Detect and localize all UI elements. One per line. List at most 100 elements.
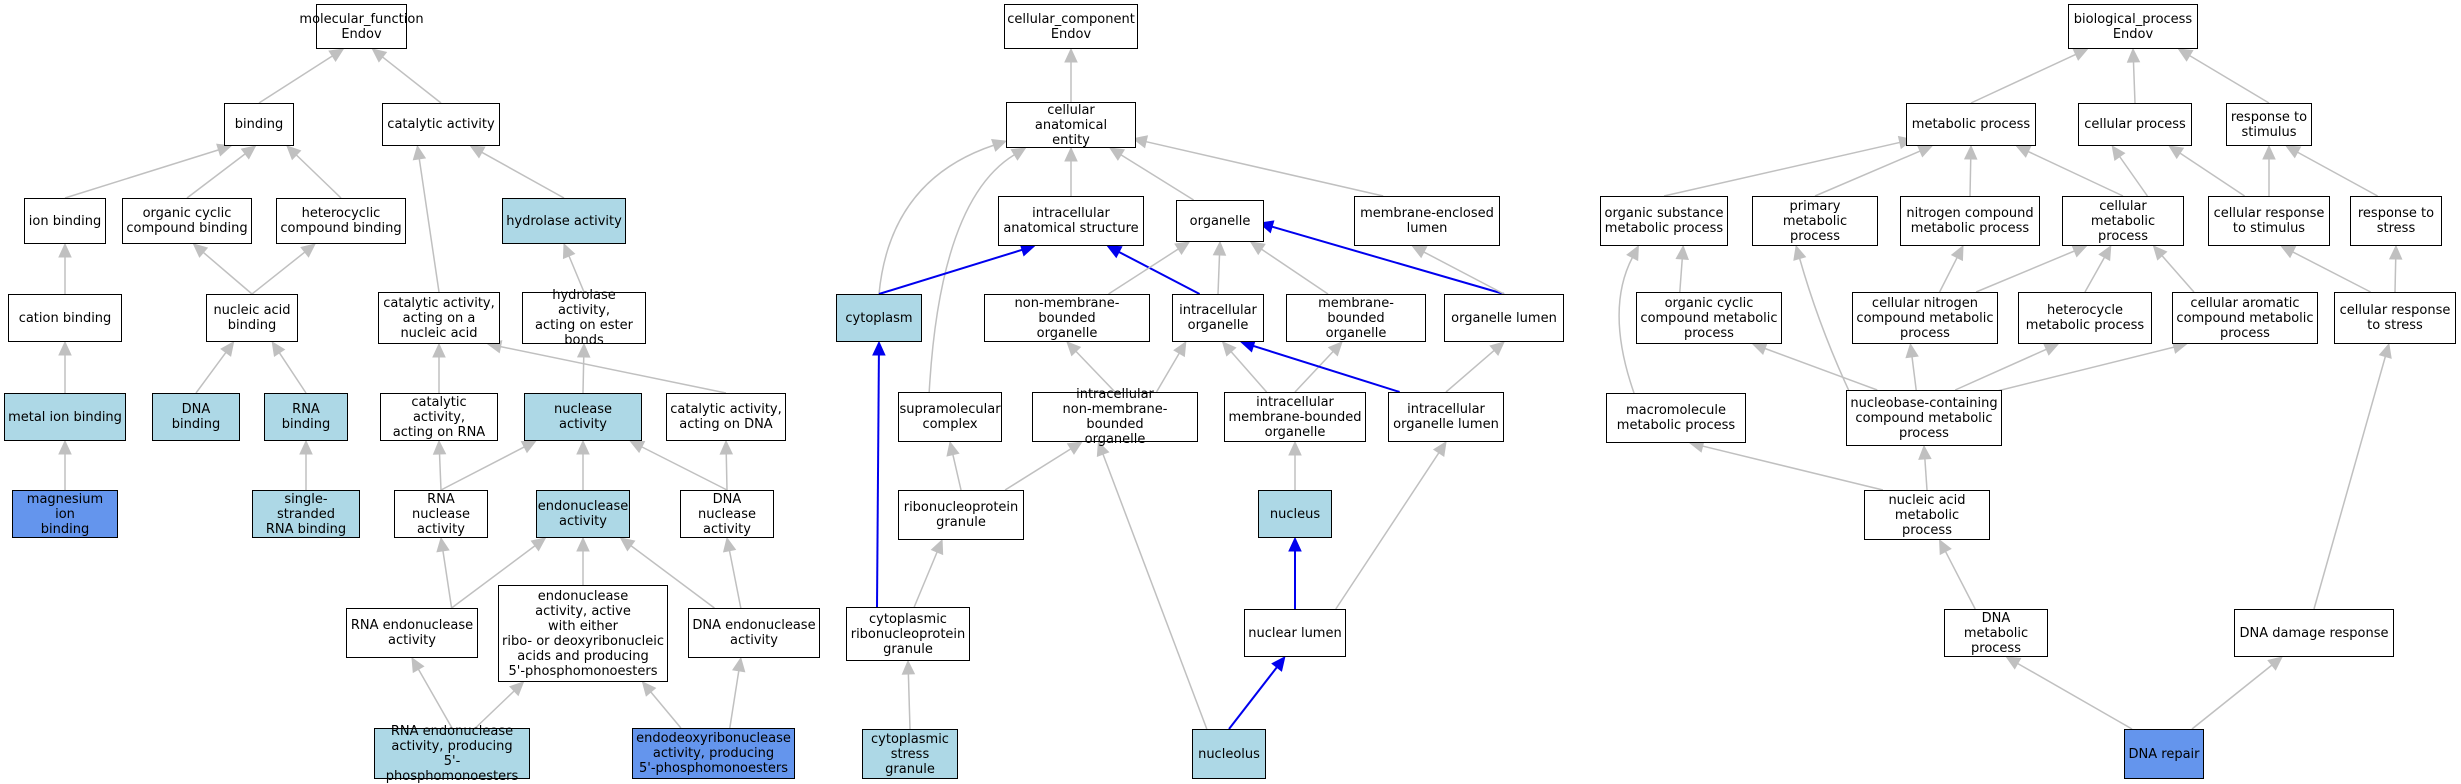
node-ss-rna-binding[interactable]: single-stranded RNA binding <box>252 490 360 538</box>
node-rna-nuclease[interactable]: RNA nuclease activity <box>394 490 488 538</box>
edge <box>64 143 233 199</box>
node-cell-nitrogen-mp[interactable]: cellular nitrogen compound metabolic pro… <box>1852 292 1998 344</box>
node-nucleic-acid-binding[interactable]: nucleic acid binding <box>206 294 298 342</box>
edge <box>1814 145 1934 197</box>
node-cation-binding[interactable]: cation binding <box>8 294 122 342</box>
edge <box>1663 135 1914 197</box>
edge <box>1905 342 1919 391</box>
edge <box>1288 536 1302 609</box>
node-cyto-rnp-granule[interactable]: cytoplasmic ribonucleoprotein granule <box>846 607 970 661</box>
node-rna-endonuclease[interactable]: RNA endonuclease activity <box>346 608 478 658</box>
node-dna-mp[interactable]: DNA metabolic process <box>1944 609 2048 657</box>
node-rna-binding[interactable]: RNA binding <box>264 393 348 441</box>
edge <box>474 681 525 729</box>
edge <box>1335 441 1447 610</box>
edge <box>432 342 446 393</box>
node-intracell-organelle[interactable]: intracellular organelle <box>1172 294 1264 342</box>
node-nuclear-lumen[interactable]: nuclear lumen <box>1244 609 1346 657</box>
node-membrane-bounded-organelle[interactable]: membrane-bounded organelle <box>1286 294 1426 342</box>
node-metabolic-process[interactable]: metabolic process <box>1906 103 2036 146</box>
node-magnesium-binding[interactable]: magnesium ion binding <box>12 490 118 538</box>
edge <box>1411 245 1505 295</box>
edge <box>913 538 944 608</box>
node-nucleus[interactable]: nucleus <box>1258 490 1332 538</box>
node-nucleic-acid-mp[interactable]: nucleic acid metabolic process <box>1864 490 1990 540</box>
edge <box>186 145 257 199</box>
edge <box>1294 341 1343 393</box>
edge <box>258 48 345 104</box>
node-dna-endonuclease[interactable]: DNA endonuclease activity <box>688 608 820 658</box>
node-macromolecule-mp[interactable]: macromolecule metabolic process <box>1606 393 1746 443</box>
edge <box>1288 440 1302 490</box>
edge <box>195 341 235 394</box>
node-metal-ion-binding[interactable]: metal ion binding <box>4 393 126 441</box>
node-response-stimulus[interactable]: response to stimulus <box>2226 103 2312 146</box>
node-dna-binding[interactable]: DNA binding <box>152 393 240 441</box>
node-cc[interactable]: cellular_component Endov <box>1004 4 1138 49</box>
node-rnp-granule[interactable]: ribonucleoprotein granule <box>898 490 1024 540</box>
node-response-stress[interactable]: response to stress <box>2350 196 2442 246</box>
node-cell-aromatic-mp[interactable]: cellular aromatic compound metabolic pro… <box>2172 292 2318 344</box>
edge <box>641 681 682 729</box>
node-cat-on-nucleic-acid[interactable]: catalytic activity, acting on a nucleic … <box>378 292 500 344</box>
node-intracell-anat[interactable]: intracellular anatomical structure <box>998 196 1144 246</box>
node-non-membrane-organelle[interactable]: non-membrane-bounded organelle <box>984 294 1150 342</box>
node-cell-anat-entity[interactable]: cellular anatomical entity <box>1006 102 1136 148</box>
edge <box>2285 145 2378 197</box>
node-nuclease-activity[interactable]: nuclease activity <box>524 393 642 441</box>
node-dna-repair[interactable]: DNA repair <box>2124 729 2204 779</box>
node-nucleolus[interactable]: nucleolus <box>1192 729 1266 779</box>
edge <box>2191 656 2283 730</box>
edge <box>2280 245 2371 293</box>
node-hydrolase-ester[interactable]: hydrolase activity, acting on ester bond… <box>522 288 646 348</box>
node-ion-binding[interactable]: ion binding <box>24 198 106 244</box>
node-cyto-stress-granule[interactable]: cytoplasmic stress granule <box>862 729 958 779</box>
edge <box>629 440 728 491</box>
node-supramolecular-complex[interactable]: supramolecular complex <box>898 392 1002 442</box>
node-mf[interactable]: molecular_function Endov <box>299 4 424 49</box>
node-organelle[interactable]: organelle <box>1176 200 1264 242</box>
edge <box>872 340 886 608</box>
node-cell-response-stimulus[interactable]: cellular response to stimulus <box>2208 196 2330 246</box>
node-membrane-enclosed-lumen[interactable]: membrane-enclosed lumen <box>1354 196 1500 246</box>
node-cellular-mp[interactable]: cellular metabolic process <box>2062 196 2184 246</box>
node-rna-endo-producing[interactable]: RNA endonuclease activity, producing 5'-… <box>374 724 530 784</box>
node-cytoplasm[interactable]: cytoplasm <box>836 294 922 342</box>
node-intracell-organelle-lumen[interactable]: intracellular organelle lumen <box>1388 392 1504 442</box>
node-binding[interactable]: binding <box>224 103 294 146</box>
node-intracell-membrane[interactable]: intracellular membrane-bounded organelle <box>1224 392 1366 442</box>
edge <box>436 536 453 609</box>
edge <box>719 439 734 491</box>
edge <box>58 242 72 294</box>
edge <box>2111 145 2149 197</box>
edge <box>1221 341 1268 393</box>
edge <box>901 659 916 730</box>
node-heterocyclic-binding[interactable]: heterocyclic compound binding <box>276 198 406 244</box>
node-cat-on-dna[interactable]: catalytic activity, acting on DNA <box>666 393 786 441</box>
edge <box>412 144 440 293</box>
node-hydrolase-activity[interactable]: hydrolase activity <box>502 198 626 244</box>
node-catalytic-activity[interactable]: catalytic activity <box>382 103 500 146</box>
node-nucleobase-mp[interactable]: nucleobase-containing compound metabolic… <box>1846 390 2002 446</box>
edge <box>1108 241 1191 295</box>
node-cat-on-rna[interactable]: catalytic activity, acting on RNA <box>380 393 498 441</box>
node-organelle-lumen[interactable]: organelle lumen <box>1444 294 1564 342</box>
node-dna-nuclease[interactable]: DNA nuclease activity <box>680 490 774 538</box>
node-cell-response-stress[interactable]: cellular response to stress <box>2334 292 2456 344</box>
node-endonuclease[interactable]: endonuclease activity <box>536 490 630 538</box>
node-endodeoxy[interactable]: endodeoxyribonuclease activity, producin… <box>632 728 795 779</box>
node-endo-either[interactable]: endonuclease activity, active with eithe… <box>498 585 668 682</box>
node-primary-mp[interactable]: primary metabolic process <box>1752 196 1878 246</box>
node-bp[interactable]: biological_process Endov <box>2068 4 2198 49</box>
node-cellular-process[interactable]: cellular process <box>2078 103 2192 146</box>
node-nitrogen-mp[interactable]: nitrogen compound metabolic process <box>1900 196 2040 246</box>
edge <box>2015 145 2124 197</box>
node-organic-cyclic-mp[interactable]: organic cyclic compound metabolic proces… <box>1636 292 1782 344</box>
node-organic-cyclic-binding[interactable]: organic cyclic compound binding <box>122 198 252 244</box>
edge <box>1793 244 1855 402</box>
node-intracell-non-membrane[interactable]: intracellular non-membrane-bounded organ… <box>1032 387 1198 447</box>
node-organic-substance-mp[interactable]: organic substance metabolic process <box>1600 196 1728 246</box>
node-dna-damage-response[interactable]: DNA damage response <box>2234 609 2394 657</box>
node-heterocycle-mp[interactable]: heterocycle metabolic process <box>2018 292 2152 344</box>
